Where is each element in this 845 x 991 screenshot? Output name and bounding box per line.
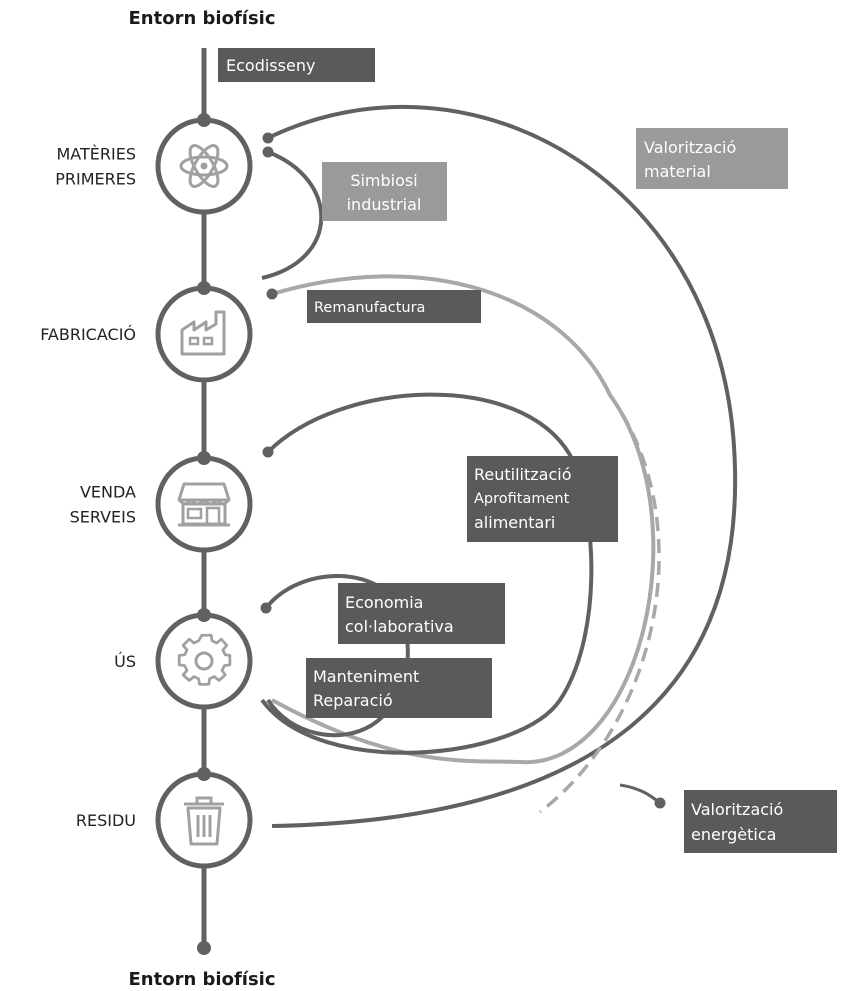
box-manteniment-line1: Manteniment (313, 667, 419, 686)
box-valoritzacio-material-line2: material (644, 162, 711, 181)
arc-simbiosi (261, 150, 324, 280)
stage-materies: MATÈRIES PRIMERES (55, 113, 253, 215)
arc-endpoint-dot (654, 797, 666, 809)
arc-endpoint-dot (260, 602, 272, 614)
stage-top-dot (197, 281, 211, 295)
box-ecodisseny-text: Ecodisseny (226, 56, 315, 75)
stage-top-dot (197, 451, 211, 465)
arc-endpoint-dot (266, 288, 278, 300)
shop-icon (177, 482, 231, 527)
box-remanufactura: Remanufactura (307, 290, 481, 323)
box-simbiosi: Simbiosi industrial (322, 162, 447, 221)
box-economia-line1: Economia (345, 593, 423, 612)
stage-label-venda-2: SERVEIS (70, 508, 136, 527)
stage-top-dot (197, 767, 211, 781)
arc-dashed-energy (538, 393, 661, 814)
box-valoritzacio-material: Valorització material (636, 128, 788, 189)
box-reutilitzacio-line3: alimentari (474, 513, 555, 532)
box-manteniment: Manteniment Reparació (306, 658, 492, 718)
box-economia-line2: col·laborativa (345, 617, 454, 636)
box-valoritzacio-material-line1: Valorització (644, 138, 736, 157)
stage-top-dot (197, 113, 211, 127)
stage-fabricacio: FABRICACIÓ (40, 281, 253, 383)
top-title: Entorn biofísic (128, 8, 275, 29)
box-economia: Economia col·laborativa (338, 583, 505, 644)
stage-label-venda-1: VENDA (80, 483, 136, 502)
stages-layer: MATÈRIES PRIMERES FABRICACIÓ VENDA SERVEIS ÚS… (40, 113, 253, 869)
stage-label-residu-1: RESIDU (76, 811, 136, 830)
arc-reutilitzacio (260, 392, 594, 755)
box-remanufactura-text: Remanufactura (314, 300, 425, 316)
stage-label-us-1: ÚS (114, 652, 136, 671)
box-reutilitzacio-line1: Reutilització (474, 465, 572, 484)
box-valoritzacio-energetica-line1: Valorització (691, 800, 783, 819)
stage-residu: RESIDU (76, 767, 253, 869)
box-reutilitzacio-line2: Aprofitament (474, 491, 570, 507)
arc-endpoint-dot (262, 132, 274, 144)
stage-us: ÚS (114, 608, 253, 710)
stage-venda: VENDA SERVEIS (70, 451, 253, 553)
trash-icon (184, 796, 224, 846)
box-simbiosi-line1: Simbiosi (350, 171, 417, 190)
energy-connector (619, 783, 661, 805)
box-valoritzacio-energetica: Valorització energètica (684, 790, 837, 853)
box-valoritzacio-energetica-line2: energètica (691, 825, 776, 844)
box-ecodisseny: Ecodisseny (218, 48, 375, 82)
bottom-title: Entorn biofísic (128, 969, 275, 990)
box-reutilitzacio: Reutilització Aprofitament alimentari (467, 456, 618, 542)
stage-circle (155, 612, 253, 710)
arc-endpoint-dot (262, 146, 274, 158)
arc-valoritzacio-material (267, 104, 738, 828)
stage-circle (155, 285, 253, 383)
factory-icon (180, 310, 226, 356)
arc-remanufactura-top (271, 274, 612, 396)
stage-label-fabricacio-1: FABRICACIÓ (40, 325, 136, 344)
stage-label-materies-2: PRIMERES (55, 170, 136, 189)
arc-remanufactura-bottom (271, 393, 656, 765)
gear-icon (177, 633, 232, 686)
axis-end-dot (197, 941, 211, 955)
arc-endpoint-dot (262, 446, 274, 458)
stage-label-materies-1: MATÈRIES (57, 145, 137, 164)
atom-icon (179, 144, 229, 188)
stage-top-dot (197, 608, 211, 622)
box-manteniment-line2: Reparació (313, 691, 393, 710)
box-simbiosi-line2: industrial (347, 195, 422, 214)
